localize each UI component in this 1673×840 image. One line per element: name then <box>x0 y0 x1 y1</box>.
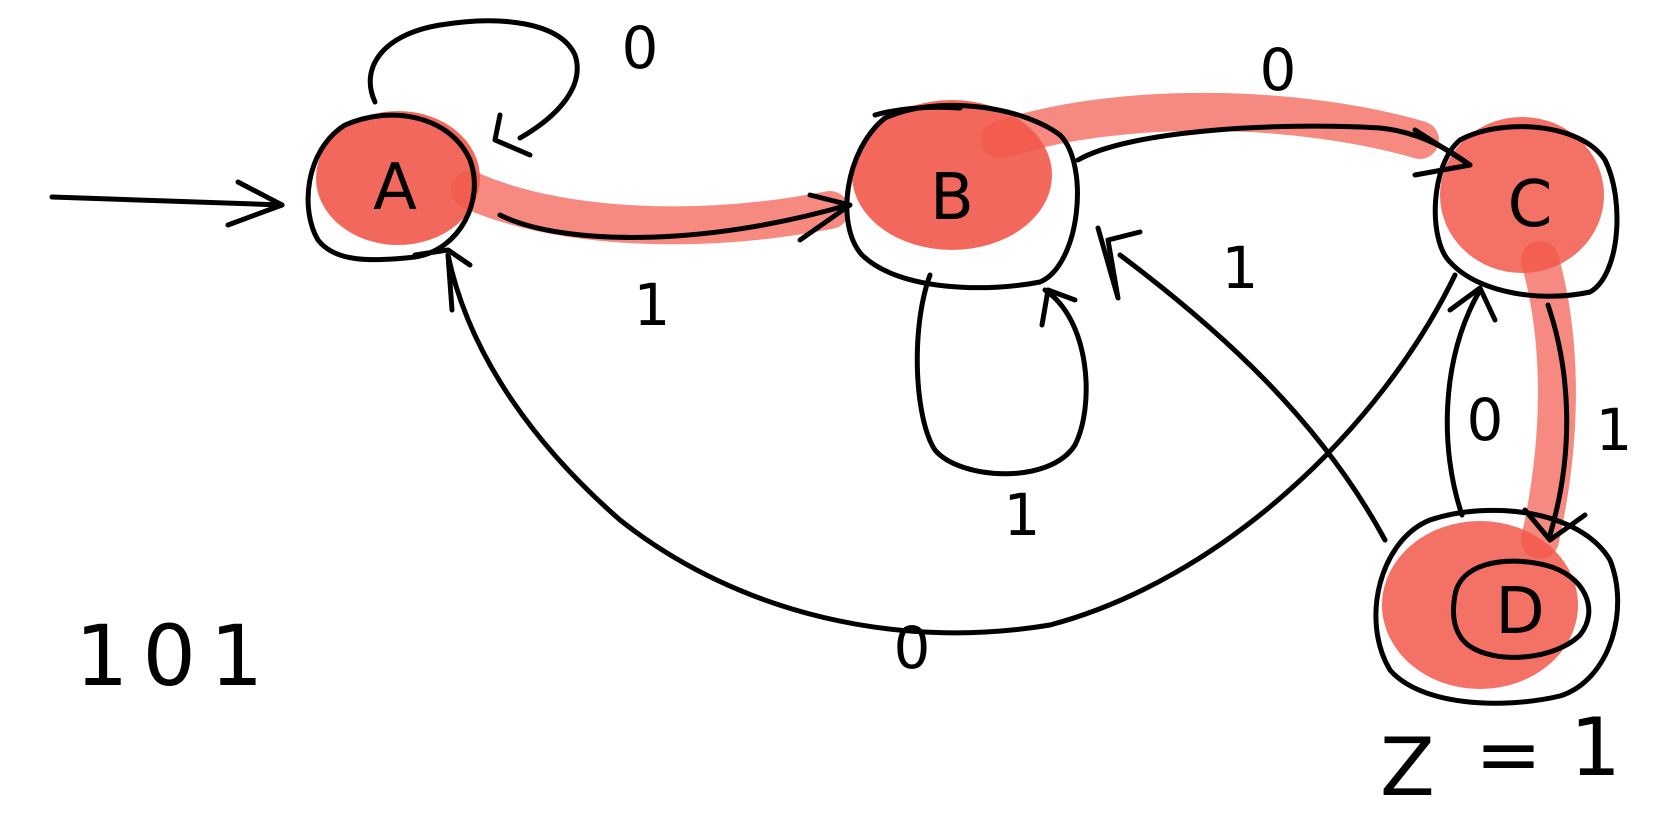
edge-label-a-a: 0 <box>622 14 659 82</box>
output-note: Z = 1 <box>1380 701 1621 814</box>
highlight-node-b <box>852 100 1052 250</box>
output-variable: Z <box>1380 721 1435 814</box>
accepting-ring <box>1451 558 1592 660</box>
state-node-b: B <box>844 102 1080 291</box>
edge-a-self-loop: 0 <box>367 14 659 158</box>
state-label-c: C <box>1508 168 1553 242</box>
edge-label-d-b: 1 <box>1222 234 1259 302</box>
state-label-b: B <box>930 161 974 235</box>
edge-b-c: 0 <box>1075 36 1473 178</box>
edge-d-b: 1 <box>1095 225 1388 543</box>
highlight-path-c-d <box>1521 241 1576 559</box>
state-node-a: A <box>305 112 477 263</box>
highlight-node-d <box>1382 521 1578 689</box>
highlight-node-a <box>316 111 480 245</box>
output-equals: = <box>1475 708 1542 801</box>
start-arrow <box>49 179 285 228</box>
state-label-d: D <box>1495 575 1544 649</box>
edge-c-d: 1 <box>1522 302 1633 543</box>
state-node-d: D <box>1373 507 1621 706</box>
input-sequence: 101 <box>75 607 277 705</box>
edge-label-b-b: 1 <box>1004 481 1041 549</box>
edge-label-a-b: 1 <box>634 271 671 339</box>
edge-c-a: 0 <box>412 247 1458 682</box>
state-label-a: A <box>373 151 417 225</box>
edge-label-b-c: 0 <box>1260 36 1297 104</box>
edge-label-c-a: 0 <box>894 614 931 682</box>
edge-label-d-c: 0 <box>1467 386 1504 454</box>
edge-a-b: 1 <box>497 192 853 339</box>
edge-label-c-d: 1 <box>1596 396 1633 464</box>
edge-d-c: 0 <box>1444 285 1504 518</box>
highlight-path-a-b <box>451 171 849 245</box>
highlight-node-c <box>1440 117 1604 273</box>
output-value: 1 <box>1570 701 1621 794</box>
edge-b-self-loop: 1 <box>914 272 1089 549</box>
